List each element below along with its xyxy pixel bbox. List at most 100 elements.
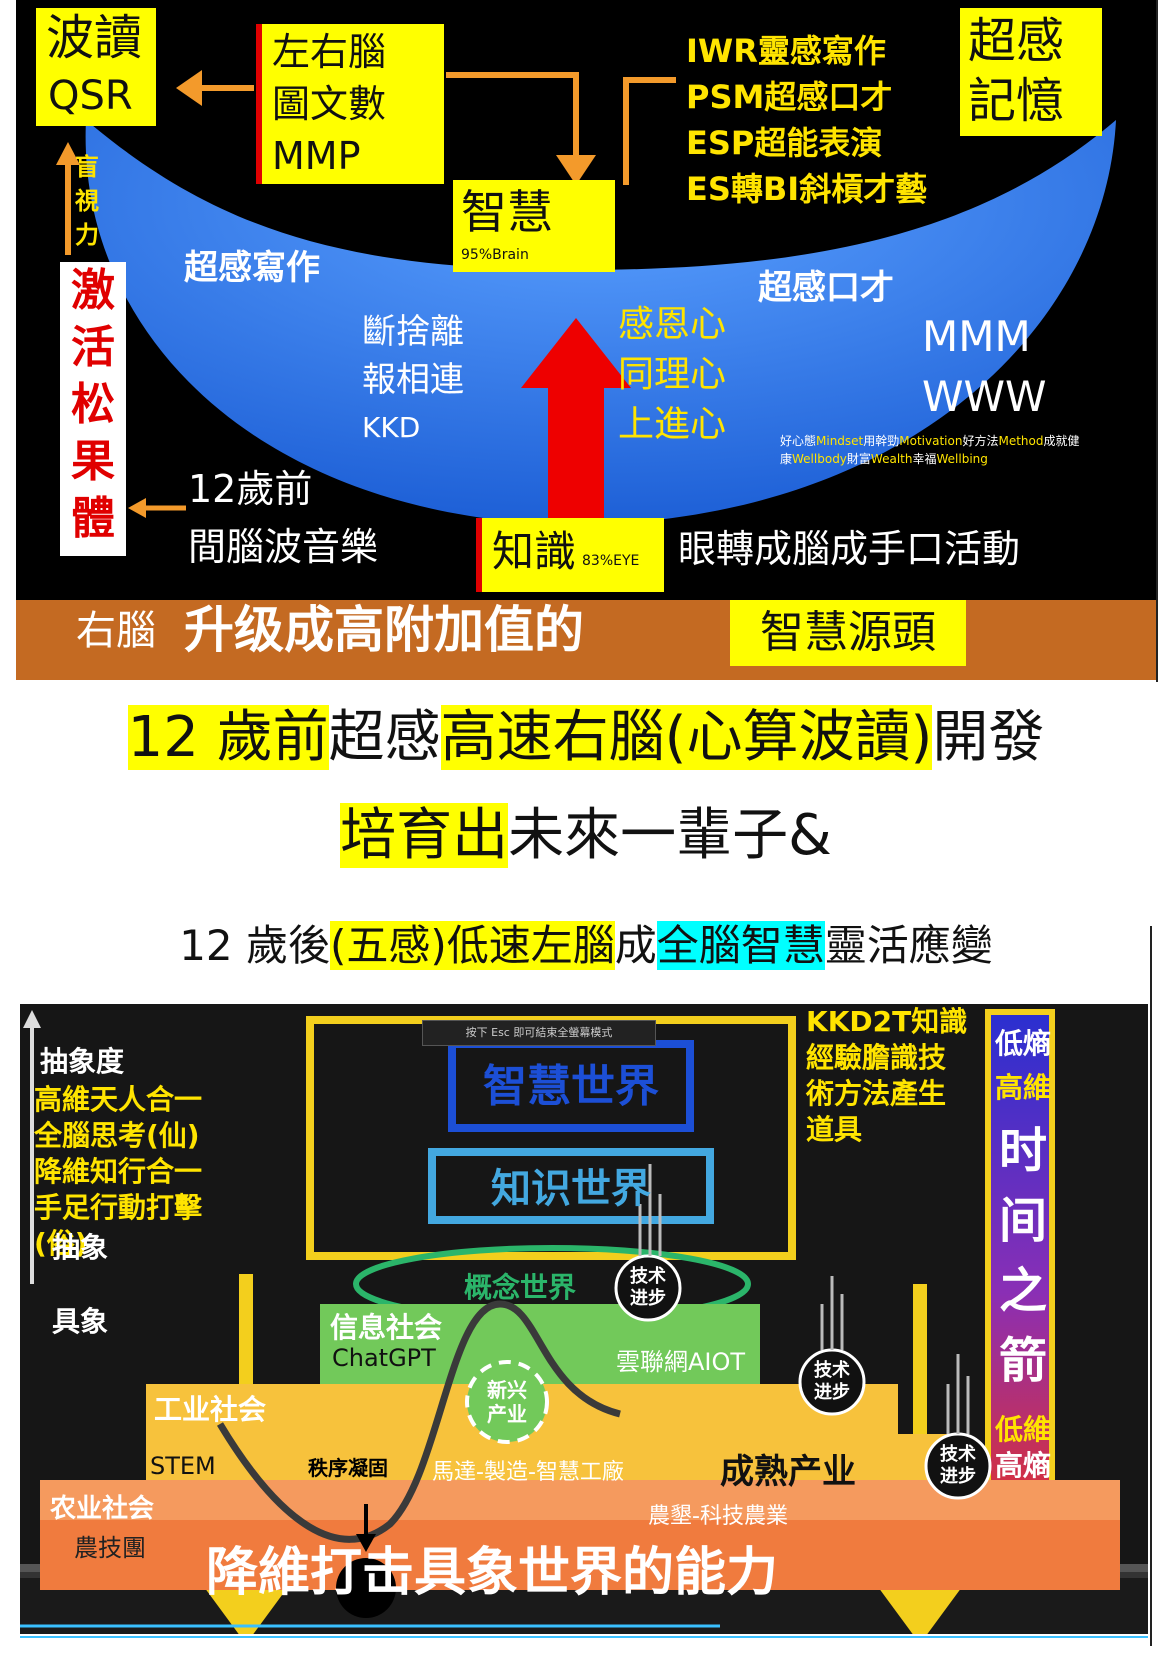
caption2-seg-1: 培育出 bbox=[340, 803, 509, 868]
before-12-line-1: 12歲前 bbox=[188, 467, 313, 511]
caption3-seg-4: 全腦智慧 bbox=[656, 921, 825, 970]
tech-progress-1-line-1: 技术 bbox=[630, 1266, 666, 1287]
heart-item-3: 上進心 bbox=[618, 404, 727, 445]
note-part-7: 成就健康 bbox=[780, 434, 1080, 466]
talent-item-1: IWR靈感寫作 bbox=[686, 32, 886, 70]
bowl-diagram-graphic bbox=[16, 70, 1156, 680]
tech-progress-2-line-2: 进步 bbox=[814, 1382, 850, 1403]
frame-line-bottom bbox=[1150, 926, 1152, 1646]
pineal-char-3: 松 bbox=[71, 379, 115, 430]
before-12-line-2: 間腦波音樂 bbox=[188, 525, 379, 569]
high-entropy-label: 高熵 bbox=[994, 1449, 1051, 1482]
talent-item-2: PSM超感口才 bbox=[686, 78, 893, 116]
pineal-char-4: 果 bbox=[71, 436, 115, 487]
talent-item-4: ES轉BI斜槓才藝 bbox=[686, 170, 928, 208]
abstract-label: 抽象 bbox=[52, 1231, 109, 1264]
tech-progress-3-line-2: 进步 bbox=[940, 1466, 976, 1487]
tech-progress-3-line-1: 技术 bbox=[940, 1444, 976, 1465]
new-industry-line-1: 新兴 bbox=[487, 1378, 527, 1402]
qsr-label-en: QSR bbox=[48, 73, 133, 119]
caption-line-2: 培育出未來一輩子& bbox=[0, 800, 1172, 872]
heart-item-1: 感恩心 bbox=[618, 304, 727, 345]
dimension-list: 高維天人合一 全腦思考(仙) 降維知行合一 手足行動打擊 (俗) bbox=[34, 1082, 202, 1262]
dimension-item-1: 高維天人合一 bbox=[34, 1083, 203, 1116]
wisdom-world-label: 智慧世界 bbox=[483, 1061, 659, 1112]
dimension-item-5: (俗) bbox=[34, 1227, 88, 1260]
super-writing-label: 超感寫作 bbox=[184, 248, 320, 288]
time-char-1: 时 bbox=[998, 1123, 1047, 1179]
mature-industry-label: 成熟产业 bbox=[720, 1452, 856, 1492]
caption3-seg-3: 成 bbox=[614, 921, 657, 970]
caption1-seg-1: 12 歲前 bbox=[127, 705, 329, 770]
frame-line bbox=[1156, 0, 1158, 682]
pineal-char-5: 體 bbox=[71, 493, 115, 544]
pineal-char-2: 活 bbox=[71, 322, 115, 373]
agri-farm-label: 農墾-科技農業 bbox=[648, 1504, 788, 1529]
tech-progress-label-2: 技术 进步 bbox=[800, 1360, 864, 1404]
concept-world-label: 概念世界 bbox=[464, 1271, 577, 1304]
leftbrain-line-1: 左右腦 bbox=[272, 30, 387, 74]
caption1-seg-2: 超感 bbox=[328, 705, 441, 770]
caption3-seg-5: 靈活應變 bbox=[824, 921, 993, 970]
low-dimension-label: 低維 bbox=[994, 1413, 1051, 1446]
upgrade-headline: 升级成高附加值的 bbox=[184, 601, 584, 659]
top-diagram-panel: 波讀 QSR 左右腦 圖文數 MMP IWR靈感寫作 PSM超感口才 ESP超能… bbox=[16, 0, 1156, 680]
tech-progress-1-line-2: 进步 bbox=[630, 1288, 666, 1309]
mmm-label: MMM bbox=[922, 312, 1031, 361]
new-industry-label: 新兴 产业 bbox=[467, 1378, 547, 1426]
bottom-accent-line bbox=[20, 1636, 1148, 1638]
dimension-item-2: 全腦思考(仙) bbox=[34, 1119, 200, 1152]
dimension-item-4: 手足行動打擊 bbox=[34, 1191, 203, 1224]
left-right-brain-box: 左右腦 圖文數 MMP bbox=[256, 24, 444, 184]
agri-society-label: 农业社会 bbox=[50, 1494, 155, 1524]
super-memory-box: 超感 記憶 bbox=[960, 8, 1102, 136]
super-memory-line-1: 超感 bbox=[968, 13, 1065, 69]
note-part-3: 用幹勁 bbox=[863, 434, 900, 448]
arrow-of-time-label: 时 间 之 箭 bbox=[988, 1116, 1058, 1396]
stem-label: STEM bbox=[150, 1452, 216, 1480]
kkd2t-item-4: 道具 bbox=[806, 1113, 863, 1146]
www-label: WWW bbox=[922, 372, 1047, 421]
blind-sight-char-1: 盲 bbox=[75, 153, 99, 181]
leftbrain-line-2: 圖文數 bbox=[272, 82, 387, 126]
chatgpt-label: ChatGPT bbox=[332, 1344, 436, 1372]
aiot-label: 雲聯網AIOT bbox=[616, 1348, 746, 1376]
note-part-1: 好心態 bbox=[780, 434, 817, 448]
order-solidify-label: 秩序凝固 bbox=[308, 1456, 388, 1480]
super-speech-label: 超感口才 bbox=[758, 268, 894, 308]
kkd2t-item-1: KKD2T知識 bbox=[806, 1005, 968, 1038]
caption1-seg-3: 高速右腦(心算波讀) bbox=[440, 705, 933, 770]
before-12-list: 12歲前 間腦波音樂 bbox=[188, 460, 378, 576]
kkd2t-item-2: 經驗膽識技 bbox=[806, 1041, 947, 1074]
leftbrain-line-3: MMP bbox=[272, 134, 361, 178]
pineal-char-1: 激 bbox=[71, 265, 115, 316]
kkd2t-item-3: 術方法產生 bbox=[806, 1077, 947, 1110]
high-dimension-label: 高維 bbox=[994, 1071, 1051, 1104]
tech-progress-label-1: 技术 进步 bbox=[616, 1266, 680, 1310]
note-part-10: Wealth bbox=[870, 452, 913, 466]
caption-line-3: 12 歲後(五感)低速左腦成全腦智慧靈活應變 bbox=[0, 918, 1172, 974]
qsr-label-zh: 波讀 bbox=[46, 10, 143, 66]
caption2-seg-2: 未來一輩子& bbox=[508, 803, 832, 868]
note-part-11: 幸福 bbox=[912, 452, 937, 466]
caption3-seg-2: (五感)低速左腦 bbox=[329, 921, 615, 970]
kkd-item-2: 報相連 bbox=[362, 360, 464, 400]
caption-line-1: 12 歲前超感高速右腦(心算波讀)開發 bbox=[0, 702, 1172, 774]
kkd-item-1: 斷捨離 bbox=[362, 312, 464, 352]
talent-list: IWR靈感寫作 PSM超感口才 ESP超能表演 ES轉BI斜槓才藝 bbox=[686, 28, 927, 212]
tech-progress-2-line-1: 技术 bbox=[814, 1360, 850, 1381]
note-part-5: 好方法 bbox=[962, 434, 999, 448]
note-part-8: Wellbody bbox=[792, 452, 847, 466]
talent-item-3: ESP超能表演 bbox=[686, 124, 883, 162]
activate-pineal-box: 激 活 松 果 體 bbox=[60, 262, 126, 556]
kkd-list: 斷捨離 報相連 KKD bbox=[362, 308, 464, 452]
caption3-seg-1: 12 歲後 bbox=[179, 921, 330, 970]
note-part-2: Mindset bbox=[816, 434, 864, 448]
blind-sight-char-3: 力 bbox=[75, 221, 99, 249]
heart-list: 感恩心 同理心 上進心 bbox=[618, 300, 726, 450]
society-diagram-graphic bbox=[20, 1004, 1148, 1634]
note-part-9: 財富 bbox=[846, 452, 871, 466]
note-part-6: Method bbox=[998, 434, 1044, 448]
knowledge-box: 知識 83%EYE bbox=[476, 518, 664, 592]
new-industry-line-2: 产业 bbox=[487, 1402, 527, 1426]
